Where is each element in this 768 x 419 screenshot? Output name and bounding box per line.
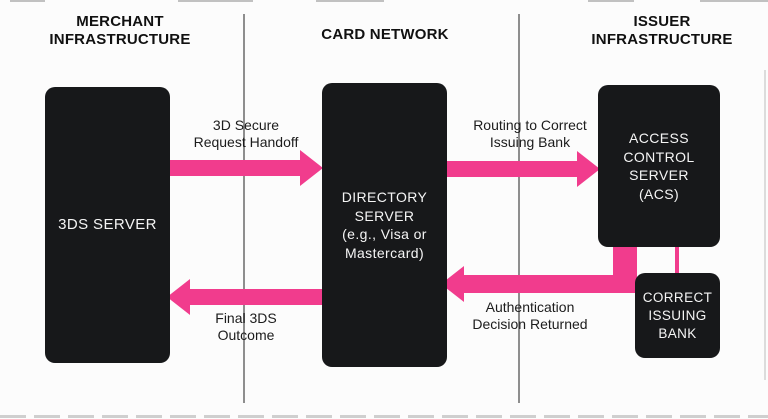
edge-artifact <box>588 0 634 2</box>
column-heading-merchant: MERCHANT INFRASTRUCTURE <box>49 13 191 48</box>
column-heading-issuer: ISSUER INFRASTRUCTURE <box>591 13 733 48</box>
arrowhead-left-icon <box>167 279 190 315</box>
node-correct-issuing-bank: CORRECT ISSUING BANK <box>635 273 720 358</box>
right-edge-artifact <box>764 70 766 380</box>
edge-artifact <box>10 0 45 2</box>
arrow-final-outcome-shaft <box>189 289 322 305</box>
edge-label-auth-decision: Authentication Decision Returned <box>472 299 588 332</box>
column-heading-card-network: CARD NETWORK <box>321 26 449 43</box>
node-access-control-server: ACCESS CONTROL SERVER (ACS) <box>598 85 720 247</box>
bottom-edge-artifact <box>0 415 768 418</box>
edge-label-final-outcome: Final 3DS Outcome <box>215 310 277 343</box>
arrow-request-handoff-shaft <box>170 160 301 176</box>
arrowhead-right-icon <box>300 150 323 186</box>
edge-label-routing: Routing to Correct Issuing Bank <box>473 117 587 150</box>
node-3ds-server: 3DS SERVER <box>45 87 170 363</box>
arrowhead-right-icon <box>577 151 600 187</box>
edge-artifact <box>700 0 768 2</box>
column-divider-left <box>243 14 245 403</box>
arrow-routing-shaft <box>447 161 578 177</box>
edge-artifact <box>178 0 253 2</box>
connector-acs-to-bank <box>675 247 679 274</box>
node-directory-server: DIRECTORY SERVER (e.g., Visa or Masterca… <box>322 83 447 367</box>
edge-label-request-handoff: 3D Secure Request Handoff <box>193 117 299 150</box>
arrow-auth-decision-shaft <box>463 275 637 293</box>
edge-artifact <box>316 0 384 2</box>
column-divider-right <box>518 14 520 403</box>
